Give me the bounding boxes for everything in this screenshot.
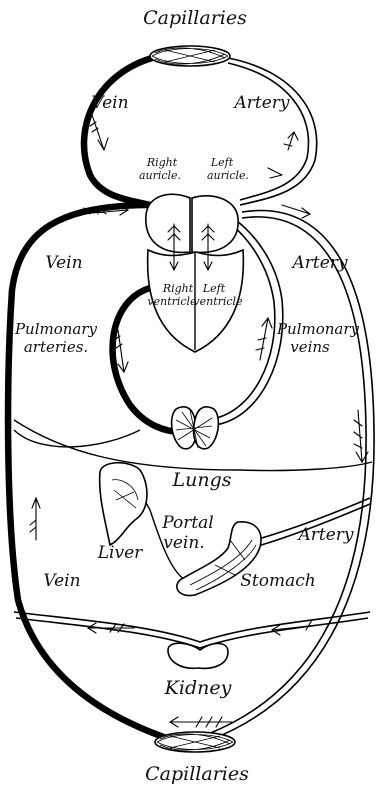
label-capillaries-bottom: Capillaries [145, 763, 249, 785]
label-vein-left: Vein [45, 253, 82, 273]
renal-vein-2 [16, 618, 368, 648]
label-kidney: Kidney [164, 677, 232, 699]
label-artery-lower: Artery [296, 525, 353, 545]
label-capillaries-top: Capillaries [143, 7, 247, 29]
label-artery-right: Artery [290, 253, 347, 273]
right-auricle [146, 194, 190, 252]
label-artery-top: Artery [232, 93, 289, 113]
label-stomach: Stomach [240, 571, 315, 591]
upper-vein [84, 58, 152, 205]
label-vein-top: Vein [91, 93, 128, 113]
lungs-organ [172, 407, 219, 449]
heart [146, 194, 244, 352]
vein-to-lungs [14, 430, 140, 447]
liver-organ [100, 463, 147, 545]
left-auricle [192, 196, 238, 253]
renal-vein [14, 612, 370, 642]
capillaries-top-bed [150, 46, 230, 66]
label-lungs: Lungs [171, 469, 231, 491]
capillaries-bottom-bed [155, 732, 235, 752]
label-vein-lower: Vein [43, 571, 80, 591]
label-liver: Liver [97, 543, 143, 563]
